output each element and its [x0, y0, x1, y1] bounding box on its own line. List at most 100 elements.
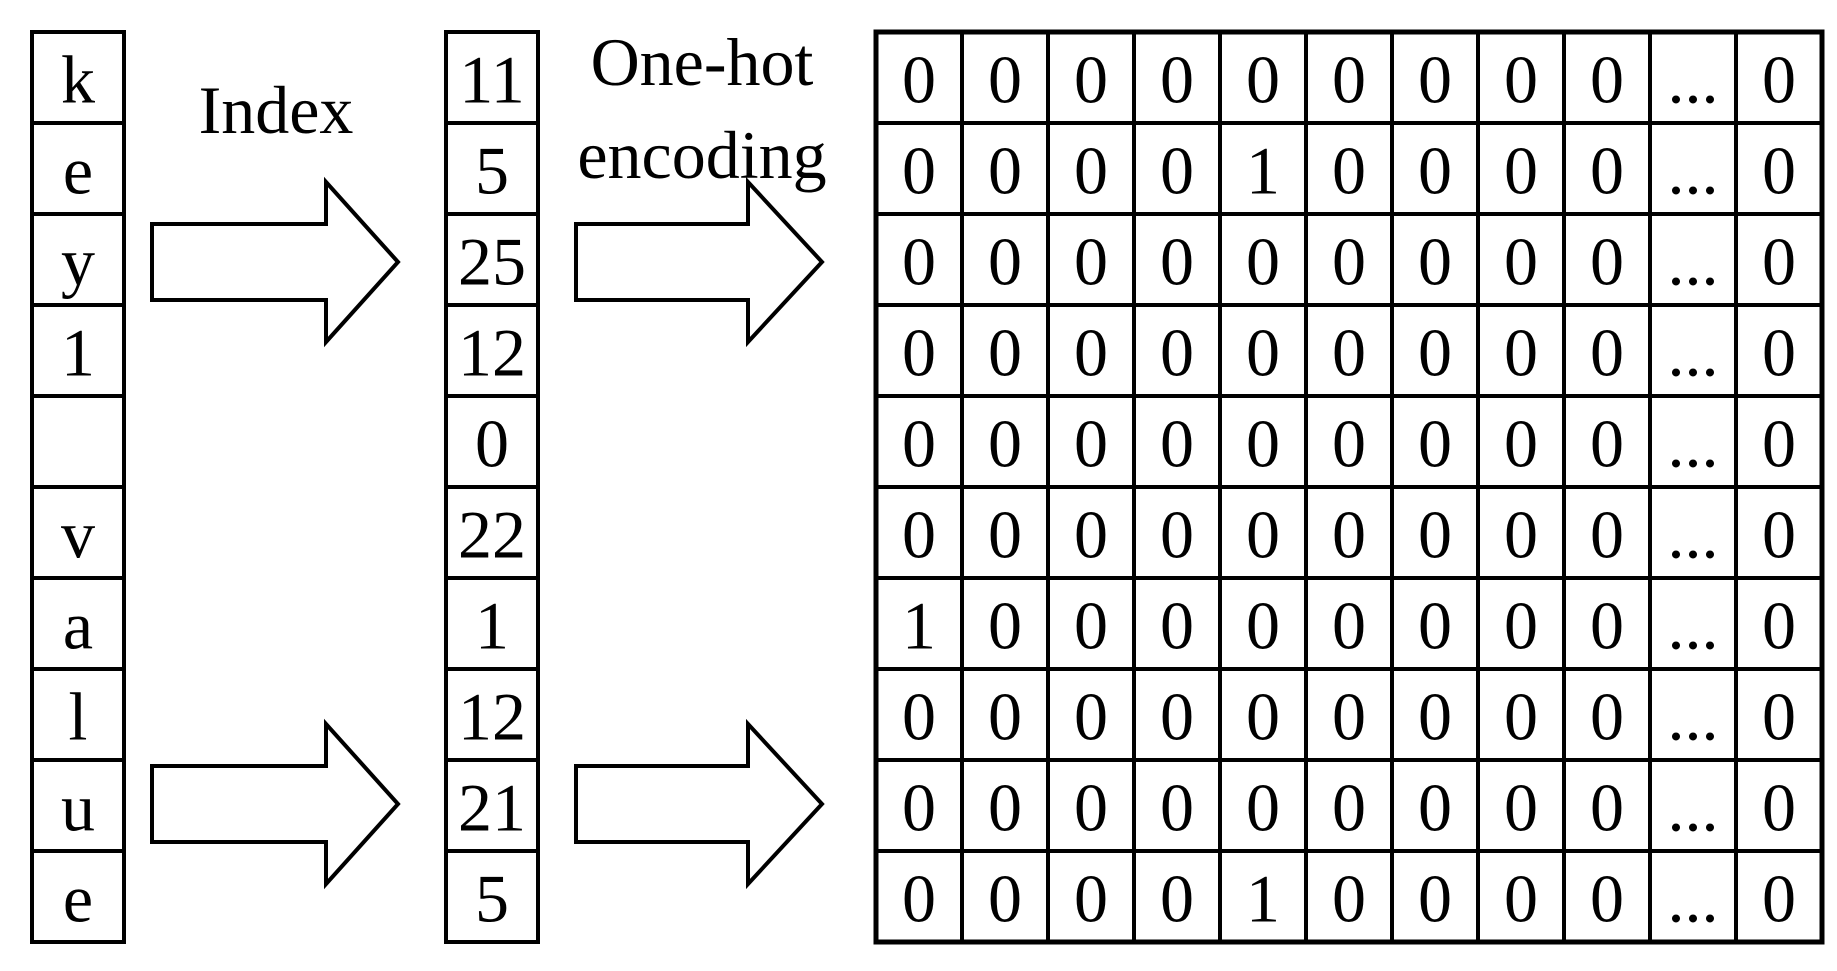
matrix-cell-box: [1476, 849, 1566, 944]
matrix-cell-text: 0: [988, 42, 1022, 118]
matrix-cell-box: [1390, 485, 1480, 580]
char-cell: 1: [30, 303, 126, 398]
matrix-cell-box: [1390, 303, 1480, 398]
matrix-cell-text: 0: [1590, 861, 1624, 937]
onehot-arrow-top: [574, 176, 825, 348]
matrix-cell-box: [1046, 394, 1136, 489]
matrix-cell: 0: [1390, 667, 1480, 762]
matrix-cell-box: [1046, 485, 1136, 580]
char-cell-text: e: [63, 133, 93, 209]
matrix-cell-box: [1476, 758, 1566, 853]
matrix-cell-text: 0: [988, 679, 1022, 755]
matrix-cell-text: 1: [902, 588, 936, 664]
matrix-cell: 0: [1562, 394, 1652, 489]
matrix-cell: 0: [1132, 667, 1222, 762]
matrix-cell: 0: [1562, 485, 1652, 580]
matrix-cell-text: 0: [1590, 406, 1624, 482]
matrix-cell: 0: [1132, 485, 1222, 580]
matrix-cell-text: 0: [1504, 224, 1538, 300]
matrix-cell-box: [1046, 303, 1136, 398]
matrix-cell: 0: [1734, 667, 1824, 762]
matrix-cell: 0: [1218, 576, 1308, 671]
matrix-ellipsis-cell-text: ...: [1668, 133, 1719, 209]
matrix-cell-text: 0: [1504, 42, 1538, 118]
matrix-cell: 0: [874, 212, 964, 307]
matrix-cell-box: [1476, 30, 1566, 125]
index-cell: 21: [444, 758, 540, 853]
matrix-cell: 0: [1734, 394, 1824, 489]
matrix-cell-text: 0: [1332, 861, 1366, 937]
matrix-cell-box: [1734, 849, 1824, 944]
matrix-cell: 0: [1734, 121, 1824, 216]
matrix-cell: 0: [1390, 303, 1480, 398]
matrix-cell-box: [1734, 485, 1824, 580]
matrix-cell-text: 0: [1246, 770, 1280, 846]
matrix-cell: 0: [1218, 758, 1308, 853]
matrix-cell-box: [1304, 121, 1394, 216]
char-cell-box: [30, 576, 126, 671]
index-cell-box: [444, 576, 540, 671]
matrix-cell: 0: [1562, 121, 1652, 216]
matrix-cell: 0: [1046, 303, 1136, 398]
matrix-cell-text: 0: [1418, 588, 1452, 664]
index-cell-box: [444, 849, 540, 944]
matrix-cell-text: 0: [1418, 42, 1452, 118]
char-cell: a: [30, 576, 126, 671]
matrix-cell-box: [960, 849, 1050, 944]
matrix-cell-box: [1562, 758, 1652, 853]
matrix-cell-text: 0: [1332, 42, 1366, 118]
matrix-cell: 0: [1304, 303, 1394, 398]
matrix-cell-box: [960, 576, 1050, 671]
index-cell: 11: [444, 30, 540, 125]
matrix-cell-text: 0: [1074, 497, 1108, 573]
matrix-cell-text: 0: [988, 770, 1022, 846]
matrix-cell-box: [1132, 576, 1222, 671]
matrix-cell-text: 0: [1074, 406, 1108, 482]
matrix-ellipsis-cell: ...: [1648, 667, 1738, 762]
matrix-cell-text: 1: [1246, 861, 1280, 937]
matrix-cell-text: 0: [1418, 224, 1452, 300]
matrix-cell-text: 0: [1418, 406, 1452, 482]
matrix-cell-box: [1046, 667, 1136, 762]
char-cell: k: [30, 30, 126, 125]
index-cell: 12: [444, 303, 540, 398]
matrix-cell-text: 0: [1332, 315, 1366, 391]
matrix-cell: 0: [1390, 485, 1480, 580]
matrix-cell: 0: [1476, 394, 1566, 489]
matrix-cell-text: 0: [1332, 224, 1366, 300]
matrix-ellipsis-cell-box: [1648, 849, 1738, 944]
matrix-cell-box: [1132, 394, 1222, 489]
index-cell: 12: [444, 667, 540, 762]
char-cell-text: 1: [61, 315, 95, 391]
matrix-cell: 0: [1304, 667, 1394, 762]
matrix-cell-text: 0: [1332, 133, 1366, 209]
index-cell-text: 5: [475, 133, 509, 209]
matrix-cell: 0: [960, 212, 1050, 307]
matrix-cell: 0: [960, 576, 1050, 671]
matrix-cell-text: 0: [1504, 133, 1538, 209]
matrix-cell: 0: [1734, 303, 1824, 398]
char-cell: v: [30, 485, 126, 580]
matrix-cell-text: 0: [902, 497, 936, 573]
matrix-ellipsis-cell-text: ...: [1668, 679, 1719, 755]
matrix-cell-text: 0: [1160, 861, 1194, 937]
matrix-cell: 0: [960, 849, 1050, 944]
matrix-cell: 0: [1734, 758, 1824, 853]
index-cell: 0: [444, 394, 540, 489]
matrix-cell: 0: [874, 30, 964, 125]
char-cell-text: y: [61, 224, 95, 300]
matrix-cell: 0: [1562, 667, 1652, 762]
matrix-cell-text: 1: [1246, 133, 1280, 209]
matrix-cell-text: 0: [1590, 315, 1624, 391]
matrix-cell-text: 0: [1762, 406, 1796, 482]
matrix-cell: 0: [1734, 849, 1824, 944]
matrix-cell-text: 0: [1074, 588, 1108, 664]
matrix-cell-box: [1476, 667, 1566, 762]
matrix-cell-text: 0: [1762, 224, 1796, 300]
matrix-cell: 0: [1304, 576, 1394, 671]
matrix-ellipsis-cell: ...: [1648, 30, 1738, 125]
matrix-cell: 0: [1132, 212, 1222, 307]
char-cell-text: l: [69, 679, 88, 755]
